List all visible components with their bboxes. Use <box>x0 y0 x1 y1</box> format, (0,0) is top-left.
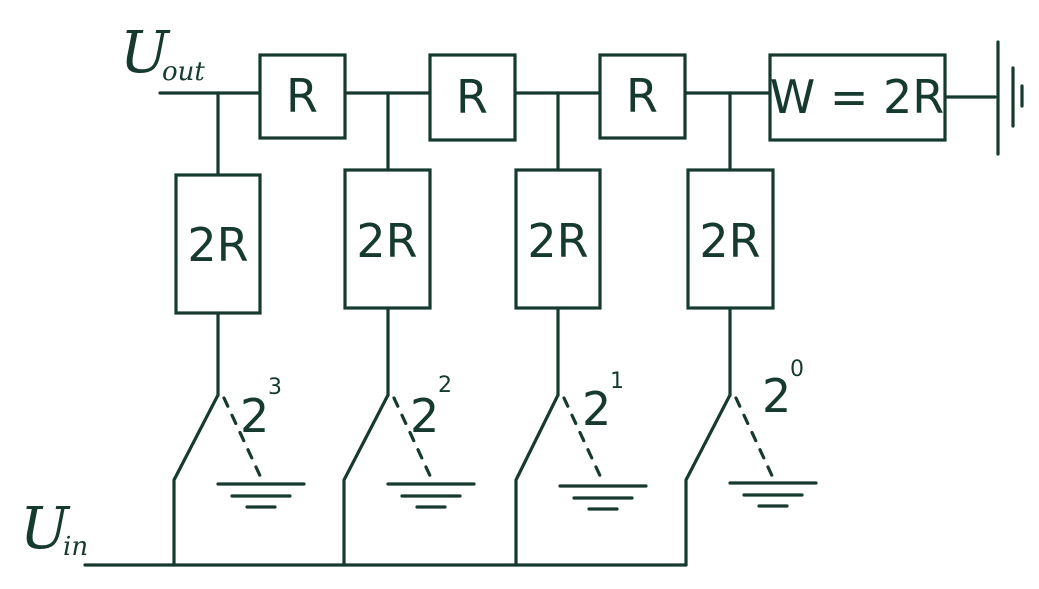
leg-2-weight-exponent: 2 <box>438 373 452 398</box>
leg-1-resistor-label: 2R <box>187 218 248 272</box>
series-resistor-3-label: R <box>626 69 658 123</box>
leg-4-resistor <box>686 168 775 310</box>
leg-4-switch-ground-path <box>734 396 776 482</box>
output-terminal-symbol: U <box>120 18 171 86</box>
ground-icon <box>728 481 818 508</box>
leg-2-resistor-label: 2R <box>356 214 417 268</box>
termination-resistor <box>768 53 947 142</box>
leg-3-switch-blade <box>514 393 560 567</box>
series-resistor-1 <box>258 53 347 140</box>
output-terminal-subscript: out <box>162 57 205 87</box>
leg-4-weight-exponent: 0 <box>790 357 804 382</box>
series-resistor-1-label: R <box>286 69 318 123</box>
leg-3-weight-exponent: 1 <box>610 369 624 394</box>
leg-3-resistor-label: 2R <box>527 214 588 268</box>
leg-3-weight-base: 2 <box>582 382 611 436</box>
leg-1-weight-base: 2 <box>240 389 269 443</box>
leg-4-weight-base: 2 <box>762 369 791 423</box>
ground-icon <box>216 482 306 509</box>
battery-icon <box>996 40 1024 156</box>
termination-resistor-label: W = 2R <box>770 70 945 124</box>
series-resistor-2-label: R <box>456 70 488 124</box>
ground-icon <box>386 482 476 509</box>
leg-2-switch-ground-path <box>392 396 434 482</box>
leg-4-resistor-label: 2R <box>699 214 760 268</box>
leg-1-weight-exponent: 3 <box>268 375 282 400</box>
ground-icon <box>558 484 648 511</box>
leg-1-switch-ground-path <box>222 396 264 482</box>
series-resistor-2 <box>428 53 517 142</box>
leg-2-switch-blade <box>342 393 390 567</box>
leg-4-switch-blade <box>684 393 732 567</box>
input-terminal-subscript: in <box>63 532 88 562</box>
leg-3-switch-ground-path <box>562 396 604 482</box>
leg-1-switch-blade <box>172 393 220 567</box>
input-terminal-symbol: U <box>20 494 71 562</box>
leg-2-weight-base: 2 <box>410 389 439 443</box>
series-resistor-3 <box>598 53 687 140</box>
